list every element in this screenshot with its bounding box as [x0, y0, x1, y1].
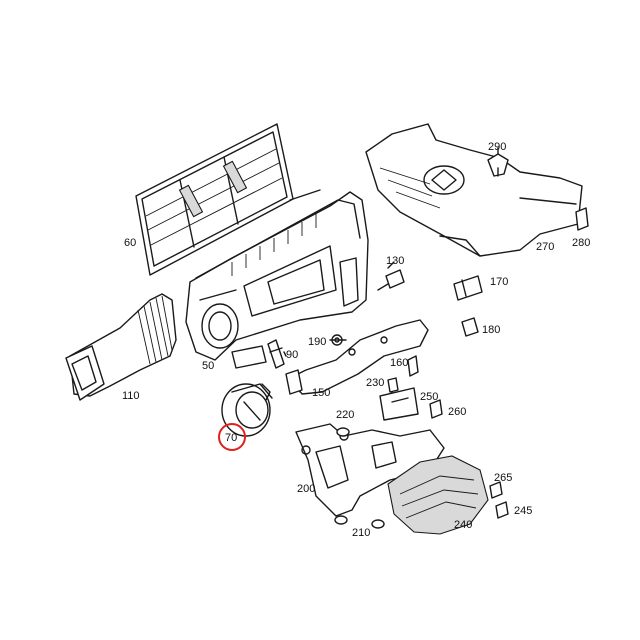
heat-shield-part-240[interactable]: [387, 455, 489, 535]
callout-245[interactable]: 245: [514, 505, 532, 517]
bolt-part-245[interactable]: [495, 501, 509, 519]
callout-290[interactable]: 290: [488, 141, 506, 153]
callout-90[interactable]: 90: [286, 349, 298, 361]
callout-150[interactable]: 150: [312, 387, 330, 399]
callout-180[interactable]: 180: [482, 324, 500, 336]
callout-190[interactable]: 190: [308, 336, 326, 348]
clip-part-260[interactable]: [429, 399, 443, 419]
callout-280[interactable]: 280: [572, 237, 590, 249]
callout-110[interactable]: 110: [122, 390, 140, 402]
callout-250[interactable]: 250: [420, 391, 438, 403]
bolt-part-130[interactable]: [377, 269, 405, 291]
clip-part-290[interactable]: [487, 147, 509, 177]
callout-220[interactable]: 220: [336, 409, 354, 421]
bracket-part-150[interactable]: [285, 319, 429, 395]
leader-lines: [283, 167, 499, 357]
callout-160[interactable]: 160: [390, 357, 408, 369]
air-filter-element-part-60[interactable]: [135, 123, 294, 276]
callout-130[interactable]: 130: [386, 255, 404, 267]
sensor-part-90[interactable]: [231, 339, 285, 369]
bolt-part-265[interactable]: [489, 481, 503, 499]
callout-70[interactable]: 70: [225, 432, 237, 444]
engine-cover-part-270[interactable]: [365, 123, 583, 257]
connector-part-180[interactable]: [461, 317, 479, 337]
callout-240[interactable]: 240: [454, 519, 472, 531]
clip-part-160[interactable]: [407, 355, 419, 377]
bracket-part-250[interactable]: [379, 387, 419, 421]
resonator-part-70[interactable]: [221, 383, 273, 437]
intake-duct-part-110[interactable]: [65, 293, 177, 401]
clip-part-280[interactable]: [575, 207, 589, 231]
callout-260[interactable]: 260: [448, 406, 466, 418]
mounting-foot-part-210[interactable]: [334, 515, 385, 529]
connector-part-170[interactable]: [453, 275, 483, 301]
callout-50[interactable]: 50: [202, 360, 214, 372]
highlight-ring-part-70: [218, 423, 246, 451]
callout-270[interactable]: 270: [536, 241, 554, 253]
callout-170[interactable]: 170: [490, 276, 508, 288]
callout-60[interactable]: 60: [124, 237, 136, 249]
grommet-part-220[interactable]: [336, 427, 350, 437]
callout-265[interactable]: 265: [494, 472, 512, 484]
callout-230[interactable]: 230: [366, 377, 384, 389]
callout-210[interactable]: 210: [352, 527, 370, 539]
callout-labels: 60 110 50 90 70 130 190 150 160 230 250 …: [122, 141, 590, 539]
air-filter-housing-part-50[interactable]: [185, 189, 369, 361]
callout-200[interactable]: 200: [297, 483, 315, 495]
